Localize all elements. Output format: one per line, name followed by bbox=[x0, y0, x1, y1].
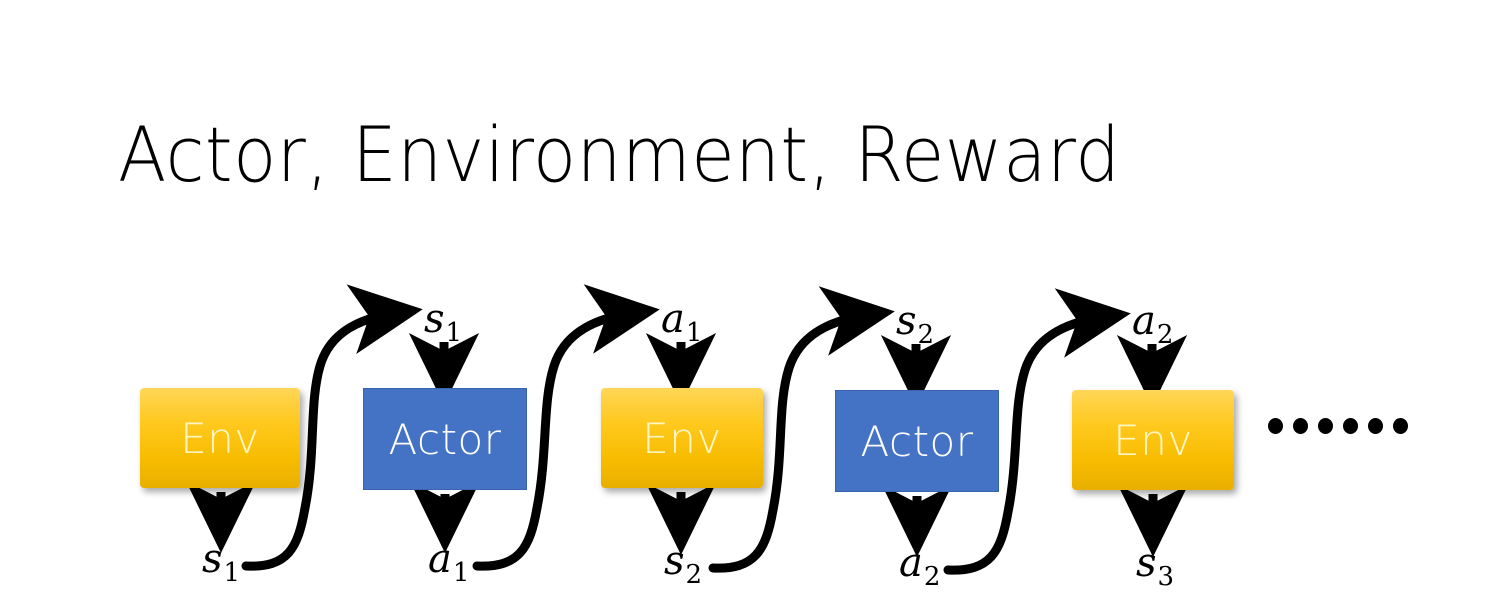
label-action-a2-bottom: a2 bbox=[899, 540, 940, 592]
label-subscript: 1 bbox=[223, 558, 241, 588]
label-subscript: 2 bbox=[917, 320, 935, 350]
node-actor-2[interactable]: Actor bbox=[835, 390, 999, 492]
label-state-s1-bottom: s1 bbox=[202, 536, 240, 588]
label-base: s bbox=[202, 536, 223, 582]
label-base: a bbox=[428, 536, 452, 582]
node-env-3[interactable]: Env bbox=[1072, 390, 1234, 490]
label-base: s bbox=[896, 298, 917, 344]
label-state-s2-top: s2 bbox=[896, 298, 934, 350]
node-label: Actor bbox=[388, 414, 502, 464]
label-subscript: 1 bbox=[452, 558, 470, 588]
label-state-s3-bottom: s3 bbox=[1136, 540, 1174, 592]
label-base: a bbox=[661, 296, 685, 342]
label-base: s bbox=[1136, 540, 1157, 586]
label-state-s1-top: s1 bbox=[424, 296, 462, 348]
label-subscript: 2 bbox=[685, 560, 703, 590]
ellipsis-group-2 bbox=[1343, 418, 1408, 434]
label-base: s bbox=[424, 296, 445, 342]
label-base: a bbox=[1132, 298, 1156, 344]
label-action-a2-top: a2 bbox=[1132, 298, 1173, 350]
node-env-1[interactable]: Env bbox=[140, 388, 300, 488]
label-subscript: 3 bbox=[1157, 562, 1175, 592]
ellipsis-dot bbox=[1343, 418, 1358, 434]
page-title: Actor, Environment, Reward bbox=[118, 110, 1121, 199]
ellipsis-group-1 bbox=[1268, 418, 1333, 434]
node-label: Env bbox=[642, 413, 722, 463]
node-label: Env bbox=[180, 413, 260, 463]
label-subscript: 1 bbox=[685, 318, 703, 348]
label-subscript: 2 bbox=[923, 562, 941, 592]
label-subscript: 2 bbox=[1156, 320, 1174, 350]
label-subscript: 1 bbox=[445, 318, 463, 348]
ellipsis-dot bbox=[1293, 418, 1308, 434]
label-action-a1-bottom: a1 bbox=[428, 536, 469, 588]
ellipsis-continuation bbox=[1268, 418, 1408, 434]
node-label: Env bbox=[1113, 415, 1193, 465]
node-env-2[interactable]: Env bbox=[601, 388, 763, 488]
node-label: Actor bbox=[860, 416, 974, 466]
ellipsis-dot bbox=[1318, 418, 1333, 434]
ellipsis-dot bbox=[1368, 418, 1383, 434]
ellipsis-dot bbox=[1268, 418, 1283, 434]
node-actor-1[interactable]: Actor bbox=[363, 388, 527, 490]
label-base: a bbox=[899, 540, 923, 586]
label-state-s2-bottom: s2 bbox=[664, 538, 702, 590]
label-action-a1-top: a1 bbox=[661, 296, 702, 348]
ellipsis-dot bbox=[1393, 418, 1408, 434]
label-base: s bbox=[664, 538, 685, 584]
